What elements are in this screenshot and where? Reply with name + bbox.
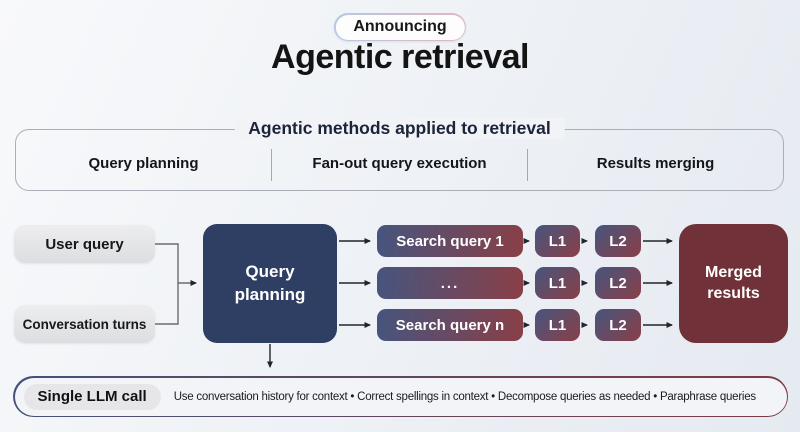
l1-node-row2: L1 — [535, 267, 580, 299]
user-query-node: User query — [14, 225, 155, 263]
divider — [527, 149, 528, 181]
announcing-badge-label: Announcing — [335, 14, 465, 40]
connector-conversation-turns — [155, 283, 179, 325]
merged-results-node: Merged results — [679, 224, 788, 343]
method-fan-out-query-execution: Fan-out query execution — [312, 154, 487, 172]
single-llm-call-badge: Single LLM call — [23, 383, 161, 410]
single-llm-call-bar: Single LLM call Use conversation history… — [13, 376, 788, 417]
method-results-merging: Results merging — [596, 154, 715, 172]
agentic-methods-box: Agentic methods applied to retrieval Que… — [15, 118, 784, 191]
l2-node-row1: L2 — [595, 225, 641, 257]
search-query-n-node: Search query n — [377, 309, 523, 341]
conversation-turns-node: Conversation turns — [14, 305, 155, 343]
page-title: Agentic retrieval — [271, 38, 529, 76]
agentic-methods-title: Agentic methods applied to retrieval — [234, 118, 565, 139]
agentic-methods-columns: Query planning Fan-out query execution R… — [16, 130, 783, 190]
l2-node-row2: L2 — [595, 267, 641, 299]
llm-call-capabilities-text: Use conversation history for context • C… — [173, 390, 756, 403]
search-query-1-node: Search query 1 — [377, 225, 523, 257]
connector-user-query — [155, 243, 197, 286]
query-planning-node: Query planning — [203, 224, 337, 343]
search-query-ellipsis-node: ... — [377, 267, 523, 299]
l2-node-row3: L2 — [595, 309, 641, 341]
l1-node-row1: L1 — [535, 225, 580, 257]
announcing-badge: Announcing — [333, 13, 467, 41]
method-query-planning: Query planning — [88, 154, 199, 172]
single-llm-call-bar-inner: Single LLM call Use conversation history… — [14, 377, 787, 416]
divider — [271, 149, 272, 181]
l1-node-row3: L1 — [535, 309, 580, 341]
